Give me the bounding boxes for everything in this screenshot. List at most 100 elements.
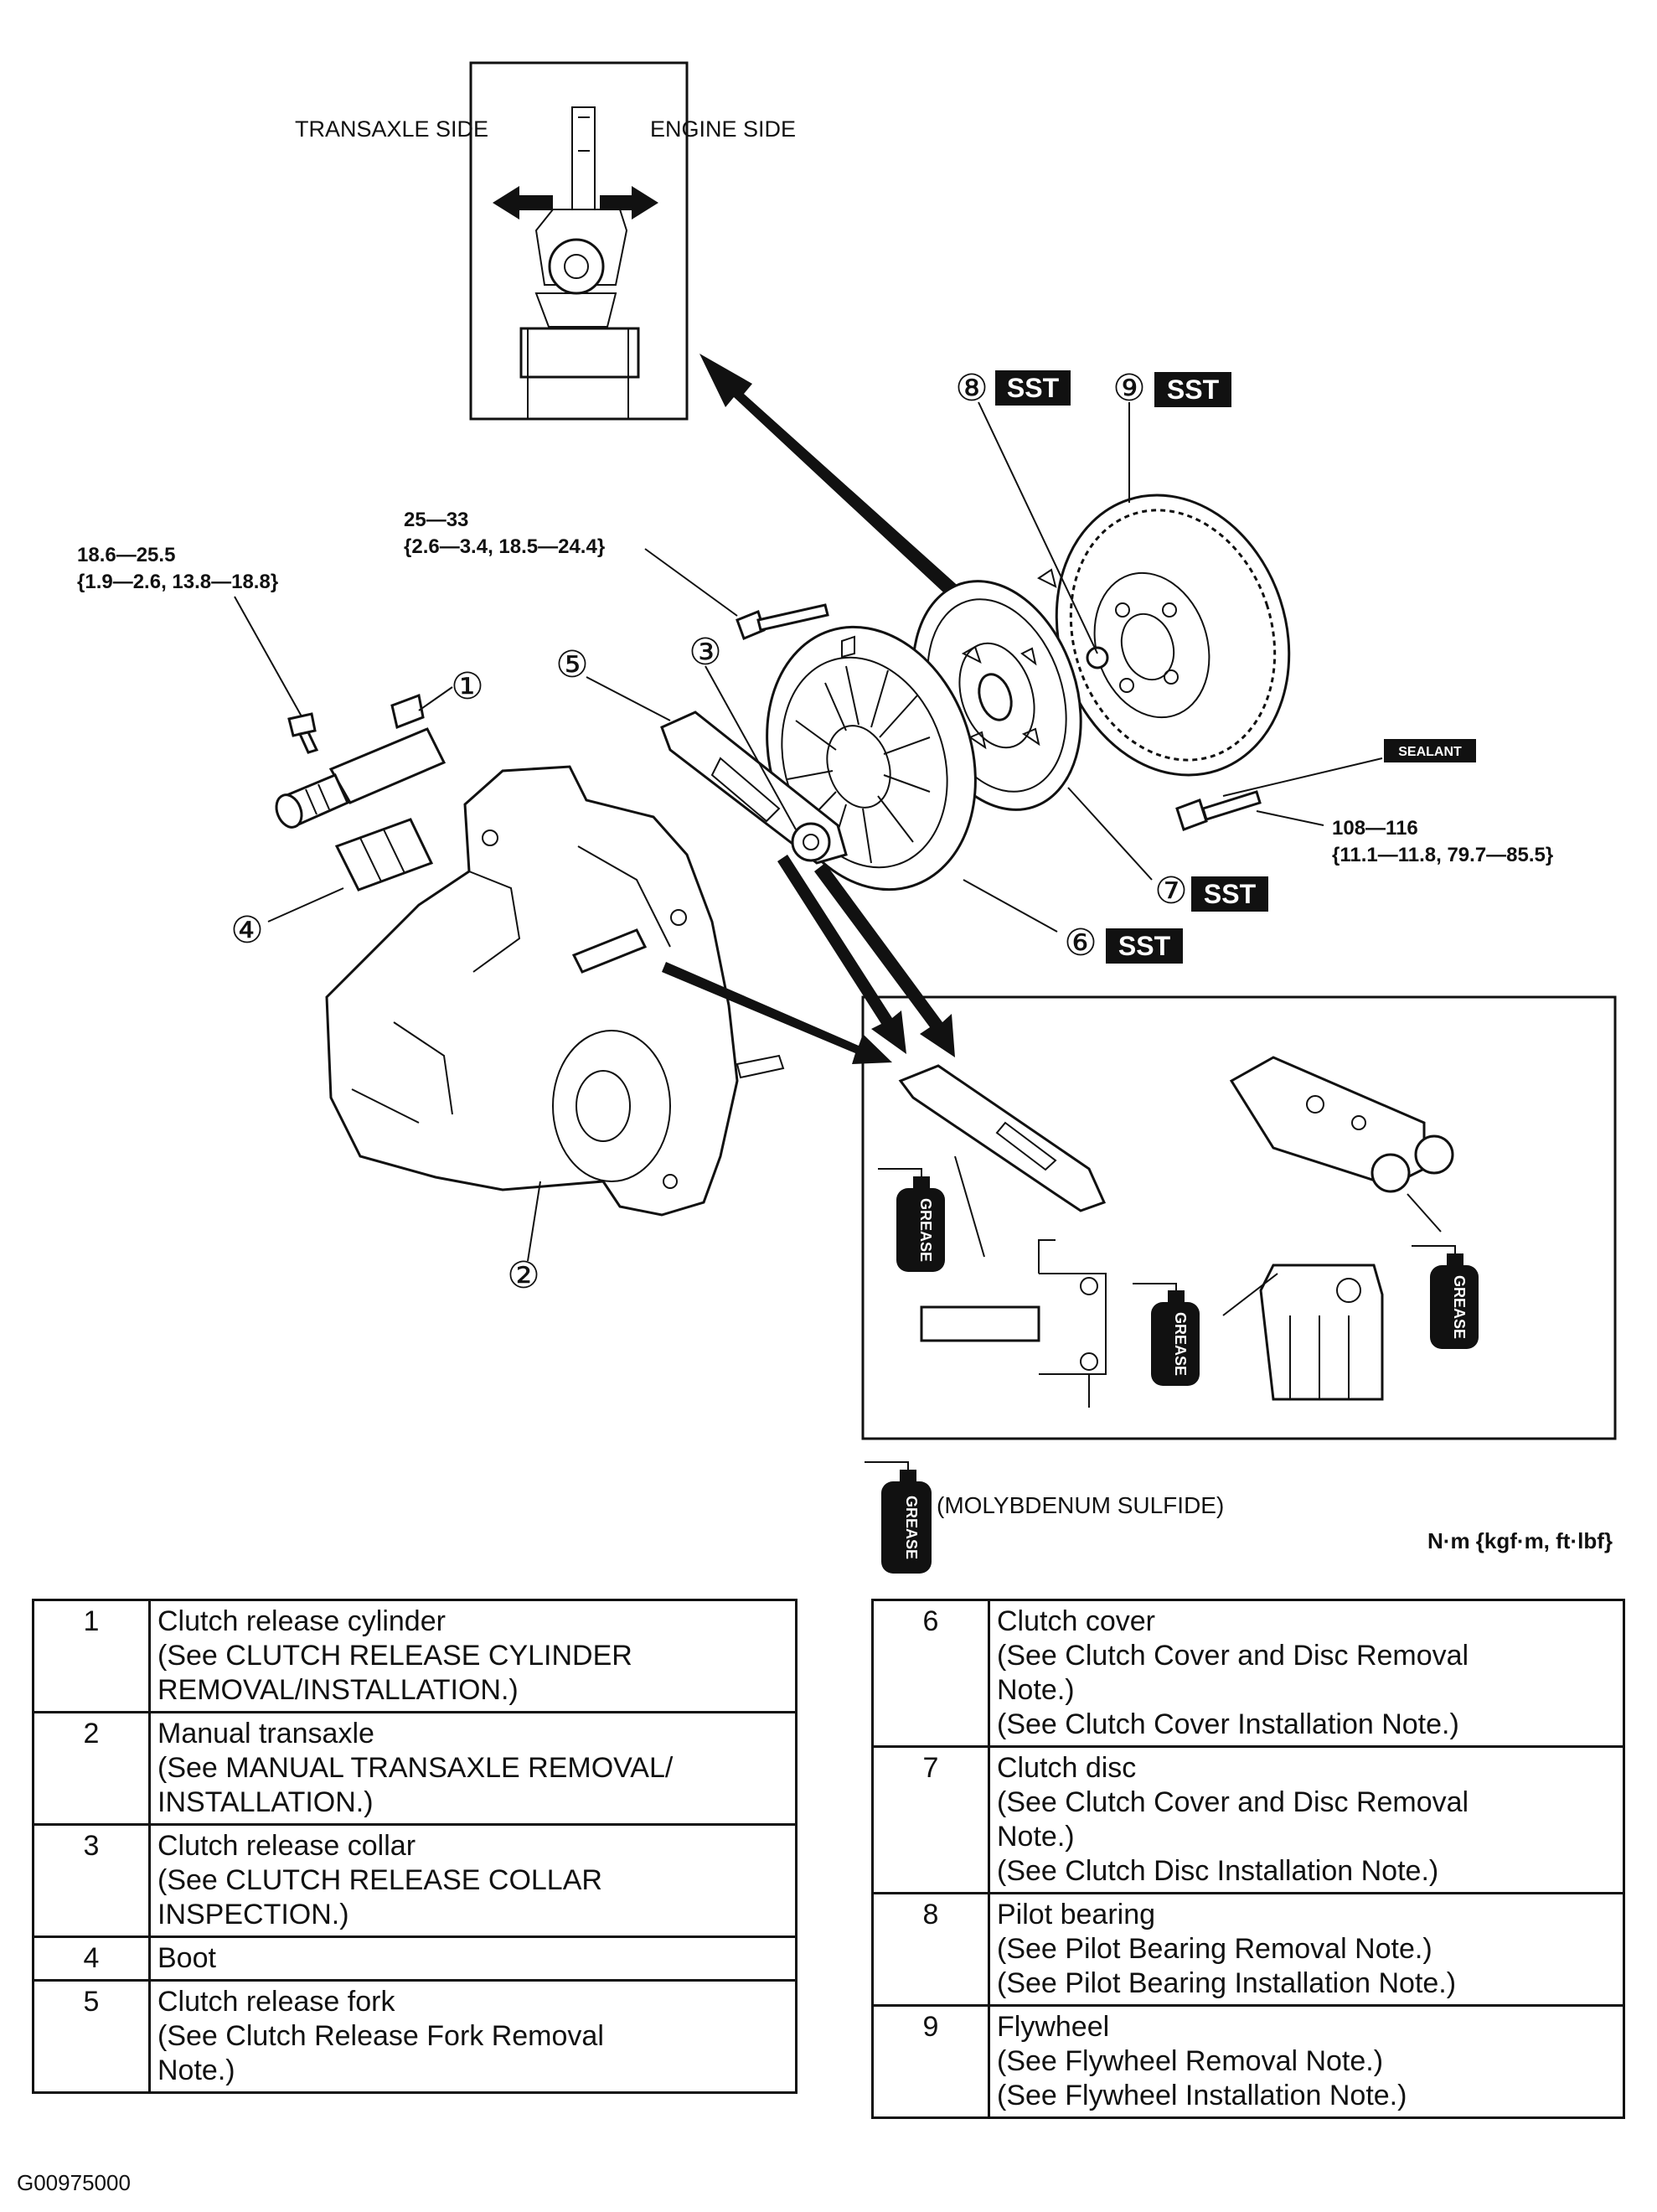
sst-badge-9: SST [1154,372,1231,407]
release-collar-shape [548,238,605,295]
part-description-line: Clutch release fork [157,1986,395,2018]
part-number: 1 [32,1599,151,1713]
part-description-line: (See Pilot Bearing Installation Note.) [997,1967,1457,1999]
svg-text:⑦: ⑦ [1154,871,1187,912]
pilot-bearing-shape [1086,646,1109,669]
svg-text:GREASE: GREASE [1172,1312,1189,1376]
part-description-line: (See Clutch Cover Installation Note.) [997,1708,1459,1740]
callout-3: ③ [689,632,797,830]
callout-8: ⑧ [955,368,1098,654]
pointer-arrow-to-inset [699,354,963,602]
svg-text:⑥: ⑥ [1064,923,1097,964]
part-description-line: Clutch release collar [157,1830,416,1862]
part-description-line: (See Pilot Bearing Removal Note.) [997,1933,1432,1965]
figure-code: G00975000 [17,2170,131,2195]
svg-text:④: ④ [230,910,263,951]
part-description: Pilot bearing(See Pilot Bearing Removal … [988,1892,1625,2007]
grease-type-label: (MOLYBDENUM SULFIDE) [937,1492,1224,1518]
flywheel-drawing [1037,494,1291,777]
torque-spec-cylinder-alt: {1.9—2.6, 13.8—18.8} [77,571,278,593]
callout-4: ④ [230,887,344,951]
pointer-arrow-shaft [662,962,892,1064]
inset-collar-direction: TRANSAXLE SIDE ENGINE SIDE [295,61,796,421]
torque-spec-flywheel-alt: {11.1—11.8, 79.7—85.5} [1332,844,1553,866]
callout-2: ② [507,1181,541,1296]
part-description: Manual transaxle(See MANUAL TRANSAXLE RE… [148,1711,798,1826]
torque-spec-cover-alt: {2.6—3.4, 18.5—24.4} [404,535,605,558]
part-description-line: REMOVAL/INSTALLATION.) [157,1674,519,1706]
part-number: 5 [32,1979,151,2094]
release-fork-drawing [660,711,848,865]
grease-can-icon: GREASE [1133,1283,1200,1386]
part-description-line: Note.) [997,1821,1075,1853]
pilot-detail-shape [1259,1264,1384,1401]
part-description: Boot [148,1936,798,1982]
arrow-transaxle-side-icon [493,186,553,220]
part-number: 2 [32,1711,151,1826]
fork-detail-shape [898,1064,1107,1212]
pressure-plate-bolt [736,603,829,640]
svg-text:SST: SST [1118,931,1171,961]
part-description-line: Clutch release cylinder [157,1605,446,1637]
part-description-line: (See MANUAL TRANSAXLE REMOVAL/ [157,1752,674,1784]
part-description-line: (See CLUTCH RELEASE COLLAR [157,1864,602,1896]
svg-text:③: ③ [689,632,721,673]
svg-text:GREASE: GREASE [903,1496,920,1559]
part-description-line: INSTALLATION.) [157,1786,374,1818]
part-description: Clutch release cylinder(See CLUTCH RELEA… [148,1599,798,1713]
torque-spec-flywheel-nm: 108—116 [1332,817,1418,840]
torque-units-label: N·m {kgf·m, ft·lbf} [1427,1528,1613,1553]
part-description: Clutch cover(See Clutch Cover and Disc R… [988,1599,1625,1748]
part-number: 3 [32,1823,151,1938]
svg-text:SST: SST [1167,375,1220,405]
part-description: Flywheel(See Flywheel Removal Note.)(See… [988,2004,1625,2119]
flywheel-bolt [1175,790,1262,831]
boot-drawing [334,818,434,892]
svg-text:⑧: ⑧ [955,368,988,409]
pointer-arrow-fork-1 [777,855,906,1054]
part-description-line: Flywheel [997,2011,1110,2043]
part-number: 8 [871,1892,990,2007]
callout-7: ⑦ [1067,787,1188,912]
grease-detail-inset [861,995,1617,1440]
input-shaft-detail-shape [920,1305,1040,1342]
part-description-line: Note.) [997,1674,1075,1706]
callout-1: ① [418,666,484,711]
part-description-line: Clutch cover [997,1605,1155,1637]
part-description-line: (See Clutch Release Fork Removal [157,2020,604,2052]
grease-can-icon: GREASE [878,1168,945,1272]
sst-badge-7: SST [1191,876,1268,912]
svg-text:GREASE: GREASE [917,1198,934,1262]
torque-spec-cylinder-nm: 18.6—25.5 [77,544,175,566]
sst-badge-8: SST [995,370,1071,406]
part-description-line: Clutch disc [997,1752,1137,1784]
part-number: 6 [871,1599,990,1748]
part-description-line: (See CLUTCH RELEASE CYLINDER [157,1640,632,1672]
transaxle-side-label: TRANSAXLE SIDE [295,116,488,142]
part-description-line: Manual transaxle [157,1718,374,1749]
arrow-engine-side-icon [600,186,658,220]
release-cylinder-drawing [275,693,447,829]
exploded-clutch-diagram: TRANSAXLE SIDE ENGINE SIDE [77,61,1617,1574]
part-description-line: Note.) [157,2054,235,2086]
part-description-line: (See Clutch Cover and Disc Removal [997,1786,1469,1818]
torque-spec-cover-nm: 25—33 [404,509,468,531]
part-description-line: Pilot bearing [997,1899,1156,1930]
part-description: Clutch release fork(See Clutch Release F… [148,1979,798,2094]
part-description-line: INSPECTION.) [157,1899,349,1930]
svg-text:SEALANT: SEALANT [1398,745,1462,759]
part-description: Clutch release collar(See CLUTCH RELEASE… [148,1823,798,1938]
release-collar-small-shape [791,822,831,862]
transaxle-drawing [325,765,785,1217]
part-number: 9 [871,2004,990,2119]
part-description-line: (See Clutch Disc Installation Note.) [997,1855,1439,1887]
grease-can-icon: GREASE [1412,1245,1479,1349]
